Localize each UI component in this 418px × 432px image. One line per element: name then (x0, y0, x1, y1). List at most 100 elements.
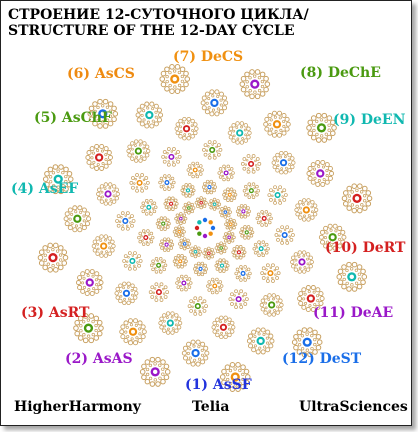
dot-flower (202, 246, 216, 260)
dot-flower (259, 293, 284, 317)
dot-flower (271, 151, 296, 175)
dot-flower (187, 296, 208, 316)
dot-flower (208, 197, 222, 211)
dot-flower (87, 98, 119, 129)
dot-flower (219, 361, 251, 392)
dot-flower (158, 174, 176, 191)
dot-flower (175, 274, 193, 292)
dot-flower (306, 159, 335, 187)
dot-flower (182, 201, 196, 215)
dot-flower (174, 212, 188, 226)
dot-flower (158, 311, 183, 335)
cycle-label-7: (7) DeCS (173, 49, 243, 65)
dot-flower (91, 234, 116, 258)
cycle-label-12: (12) DeST (282, 351, 362, 367)
dot-flower (178, 237, 192, 251)
dot-flower (148, 282, 170, 302)
dot-flower (122, 251, 143, 271)
dot-flower (119, 318, 147, 346)
dot-flower (231, 245, 247, 260)
dot-flower (294, 198, 319, 222)
dot-flower (37, 242, 69, 273)
footer-ultrasciences: UltraSciences (299, 399, 408, 415)
dot-flower (228, 289, 249, 309)
center-dot (208, 220, 213, 225)
cycle-label-1: (1) AsSF (185, 377, 252, 393)
dot-flower (224, 217, 238, 231)
dot-flower (201, 179, 217, 195)
dot-flower (218, 205, 232, 219)
dot-flower (318, 223, 347, 251)
dot-flower (217, 164, 235, 182)
dot-flower (240, 154, 262, 174)
dot-flower (239, 69, 271, 100)
title-line-russian: СТРОЕНИЕ 12-СУТОЧНОГО ЦИКЛА/ (8, 7, 309, 23)
dot-flower (140, 198, 158, 216)
center-dot (194, 225, 200, 231)
dot-flower (163, 196, 179, 211)
dot-flower (202, 140, 223, 160)
dot-flower (73, 313, 104, 344)
dot-flower (341, 183, 373, 214)
dot-flower (137, 229, 155, 246)
cycle-label-9: (9) DeEN (333, 112, 406, 128)
dot-flower (85, 143, 113, 171)
diagram-frame: СТРОЕНИЕ 12-СУТОЧНОГО ЦИКЛА/ STRUCTURE O… (0, 0, 412, 426)
dot-flower (242, 182, 261, 199)
dot-flower (246, 327, 275, 355)
cycle-label-4: (4) AsEF (11, 181, 78, 197)
dot-flower (188, 245, 202, 259)
dot-flower (180, 183, 196, 198)
center-dot (197, 231, 202, 236)
dot-flower (227, 121, 252, 145)
dot-flower (172, 254, 188, 269)
dot-flower (193, 261, 209, 277)
cycle-label-8: (8) DeChE (300, 65, 381, 81)
dot-flower (161, 147, 182, 167)
dot-flower (126, 139, 151, 163)
dot-flower (263, 110, 291, 138)
dot-flower (306, 112, 337, 143)
title-line-english: STRUCTURE OF THE 12-DAY CYCLE (8, 23, 295, 39)
center-dot (202, 233, 208, 239)
dot-flower (214, 241, 228, 255)
dot-flower (235, 204, 251, 219)
dot-flower (115, 211, 136, 231)
dot-flower (252, 240, 270, 258)
spiral-cycle-diagram: (1) AsSF (2) AsAS (3) AsRT (4) AsEF (5) AsCh… (11, 49, 406, 393)
cycle-label-5: (5) AsChF (34, 110, 112, 126)
dot-flower (206, 277, 224, 295)
title-block: СТРОЕНИЕ 12-СУТОЧНОГО ЦИКЛА/ STRUCTURE O… (8, 7, 309, 39)
dot-flower (222, 187, 238, 202)
footer-higherharmony: HigherHarmony (14, 399, 141, 415)
dot-flower (290, 250, 314, 274)
dot-flower (255, 210, 273, 227)
dot-flower (200, 89, 229, 117)
dot-flower (260, 263, 281, 283)
dot-flower (174, 117, 199, 141)
dot-flower (135, 101, 164, 129)
cycle-label-11: (11) DeAE (313, 305, 393, 321)
cycle-label-10: (10) DeRT (325, 240, 406, 256)
dot-flower (155, 216, 171, 231)
dot-flower (75, 269, 104, 297)
dot-flower (239, 225, 255, 240)
dot-flower (172, 225, 186, 239)
dot-flower (211, 315, 236, 339)
center-dot (202, 217, 208, 223)
dot-flower (42, 164, 74, 195)
center-dot (208, 231, 213, 236)
cycle-label-2: (2) AsAS (65, 351, 133, 367)
dot-flower (129, 173, 150, 193)
center-dot (197, 220, 202, 225)
center-dot (210, 225, 216, 231)
cycle-label-6: (6) AsCS (67, 66, 135, 82)
dot-flower (267, 185, 288, 205)
dot-flower (181, 339, 210, 367)
dot-flower (291, 327, 323, 358)
cycle-label-3: (3) AsRT (21, 305, 90, 321)
dot-flower (149, 257, 168, 274)
dot-flower (96, 182, 120, 206)
dot-flower (234, 265, 252, 282)
footer-telia: Telia (192, 399, 230, 415)
